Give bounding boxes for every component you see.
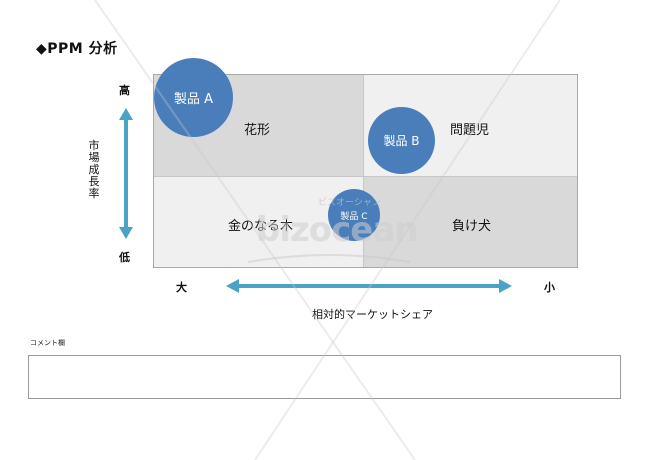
x-axis-title: 相対的マーケットシェア [312,308,433,321]
quadrant-dog: 負け犬 [363,176,577,267]
quadrant-dog-label: 負け犬 [452,219,492,234]
x-axis-arrow-icon [226,279,512,293]
y-axis-low-label: 低 [119,251,130,264]
quadrant-star-label: 花形 [244,123,271,138]
watermark-logo: bizocean [256,210,419,250]
quadrant-cash-cow-label: 金のなる木 [228,219,294,234]
quadrant-problem-child-label: 問題児 [450,123,490,138]
x-axis-right-label: 小 [544,281,555,294]
y-axis-title: 市場成長率 [88,139,100,200]
product-c-bubble: 製品 C [328,189,380,241]
x-axis-left-label: 大 [176,281,187,294]
comment-label: コメント欄 [30,339,65,347]
product-b-bubble: 製品 B [368,107,435,174]
product-a-bubble: 製品 A [154,58,233,137]
page-title: ◆PPM 分析 [36,41,118,57]
comment-field[interactable] [28,355,621,399]
y-axis-high-label: 高 [119,84,130,97]
watermark-sub: ビズオーシャン [318,198,381,208]
y-axis-arrow-icon [119,108,133,239]
